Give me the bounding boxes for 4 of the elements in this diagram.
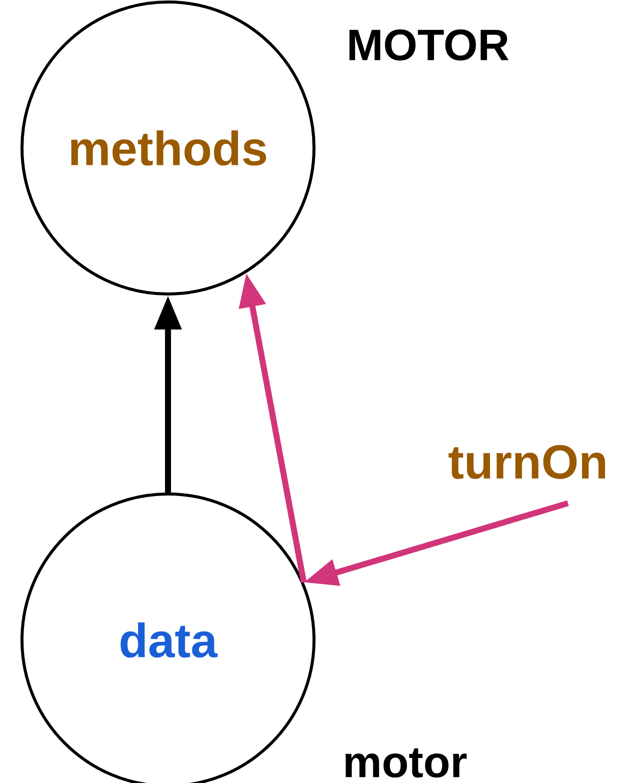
label-text: turnOn — [448, 445, 606, 479]
circle-node: methods — [20, 0, 316, 296]
object-name: motor — [346, 748, 467, 778]
object-name: MOTOR — [349, 29, 509, 61]
